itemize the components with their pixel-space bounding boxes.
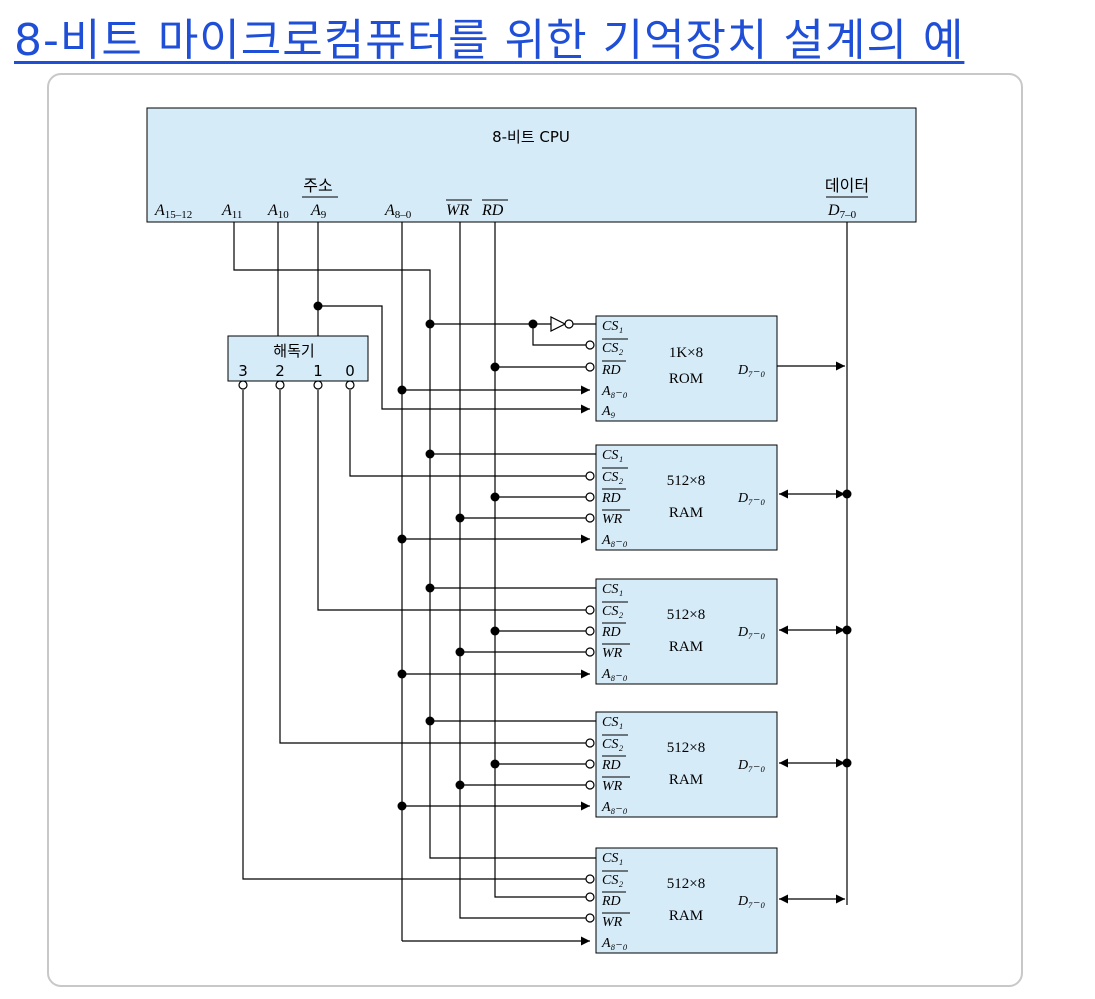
wiring xyxy=(233,222,848,946)
pin-a15-12: A15–12 xyxy=(154,202,192,221)
ram3-cs1: CS₁ xyxy=(602,715,623,730)
ram4-cs2: CS₂ xyxy=(602,873,623,888)
ram-block-3 xyxy=(595,711,778,818)
rom-cs2: CS₂ xyxy=(602,341,623,356)
pin-wr: WR xyxy=(446,202,469,219)
rd-wire xyxy=(494,222,586,898)
ram2-cs1: CS₁ xyxy=(602,582,623,597)
ram2-cs2: CS₂ xyxy=(602,604,623,619)
decoder-out2-wire xyxy=(279,390,586,744)
ram-block-1 xyxy=(595,444,778,551)
ram-block-2 xyxy=(595,578,778,685)
ram1-type: RAM xyxy=(669,505,703,521)
address-group-label: 주소 xyxy=(303,176,332,195)
rom-rd: RD xyxy=(601,363,621,378)
cpu-label: 8-비트 CPU xyxy=(492,128,570,146)
a9-to-rom xyxy=(318,305,590,414)
a11-wire xyxy=(233,222,596,859)
ram4-type: RAM xyxy=(669,908,703,924)
ram1-wr: WR xyxy=(602,512,623,527)
pin-a11: A11 xyxy=(221,202,242,221)
decoder-out0-wire xyxy=(349,390,586,477)
ram1-data-pins: D₇₋₀ xyxy=(737,491,765,506)
ram3-size: 512×8 xyxy=(667,740,705,756)
ram2-size: 512×8 xyxy=(667,607,705,623)
ram2-wr: WR xyxy=(602,646,623,661)
decoder-label: 해독기 xyxy=(273,342,314,360)
ram1-a8-0: A₈₋₀ xyxy=(601,533,628,548)
ram3-data-pins: D₇₋₀ xyxy=(737,758,765,773)
decoder-output-3: 3 xyxy=(238,362,248,380)
ram4-cs1: CS₁ xyxy=(602,851,623,866)
ram4-wr: WR xyxy=(602,915,623,930)
ram1-rd: RD xyxy=(601,491,621,506)
ram4-rd: RD xyxy=(601,894,621,909)
pin-d7-0: D7–0 xyxy=(827,202,857,221)
ram2-rd: RD xyxy=(601,625,621,640)
ram4-a8-0: A₈₋₀ xyxy=(601,936,628,951)
ram2-type: RAM xyxy=(669,639,703,655)
rom-block xyxy=(595,315,778,422)
decoder-output-2: 2 xyxy=(275,362,285,380)
decoder-out3-wire xyxy=(242,390,586,880)
pin-rd: RD xyxy=(481,202,504,219)
inversion-bubbles xyxy=(238,319,595,923)
rom-a8-0: A₈₋₀ xyxy=(601,384,628,399)
ram4-size: 512×8 xyxy=(667,876,705,892)
pin-a8-0: A8–0 xyxy=(384,202,412,221)
pin-a10: A10 xyxy=(267,202,289,221)
ram3-rd: RD xyxy=(601,758,621,773)
decoder-block xyxy=(227,335,369,382)
ram4-data-pins: D₇₋₀ xyxy=(737,894,765,909)
ram3-cs2: CS₂ xyxy=(602,737,623,752)
decoder-out1-wire xyxy=(317,390,586,611)
decoder-output-0: 0 xyxy=(345,362,355,380)
wr-wire xyxy=(459,222,586,919)
junction-dots xyxy=(313,301,852,811)
ram2-data-pins: D₇₋₀ xyxy=(737,625,765,640)
rom-size: 1K×8 xyxy=(669,345,703,361)
ram1-cs1: CS₁ xyxy=(602,448,623,463)
cpu-block xyxy=(146,107,917,223)
ram3-type: RAM xyxy=(669,772,703,788)
ram3-wr: WR xyxy=(602,779,623,794)
page-title: 8-비트 마이크로컴퓨터를 위한 기억장치 설계의 예 xyxy=(14,15,965,66)
rom-cs1: CS₁ xyxy=(602,319,623,334)
rom-data-pins: D₇₋₀ xyxy=(737,363,765,378)
ram2-a8-0: A₈₋₀ xyxy=(601,667,628,682)
diagram-frame xyxy=(47,73,1023,987)
ram3-a8-0: A₈₋₀ xyxy=(601,800,628,815)
decoder-output-1: 1 xyxy=(313,362,323,380)
rom-a9: A₉ xyxy=(601,404,616,419)
rom-type: ROM xyxy=(669,371,703,387)
data-group-label: 데이터 xyxy=(825,176,869,195)
ram1-size: 512×8 xyxy=(667,473,705,489)
ram-block-4 xyxy=(595,847,778,954)
pin-a9: A9 xyxy=(310,202,327,221)
ram1-cs2: CS₂ xyxy=(602,470,623,485)
